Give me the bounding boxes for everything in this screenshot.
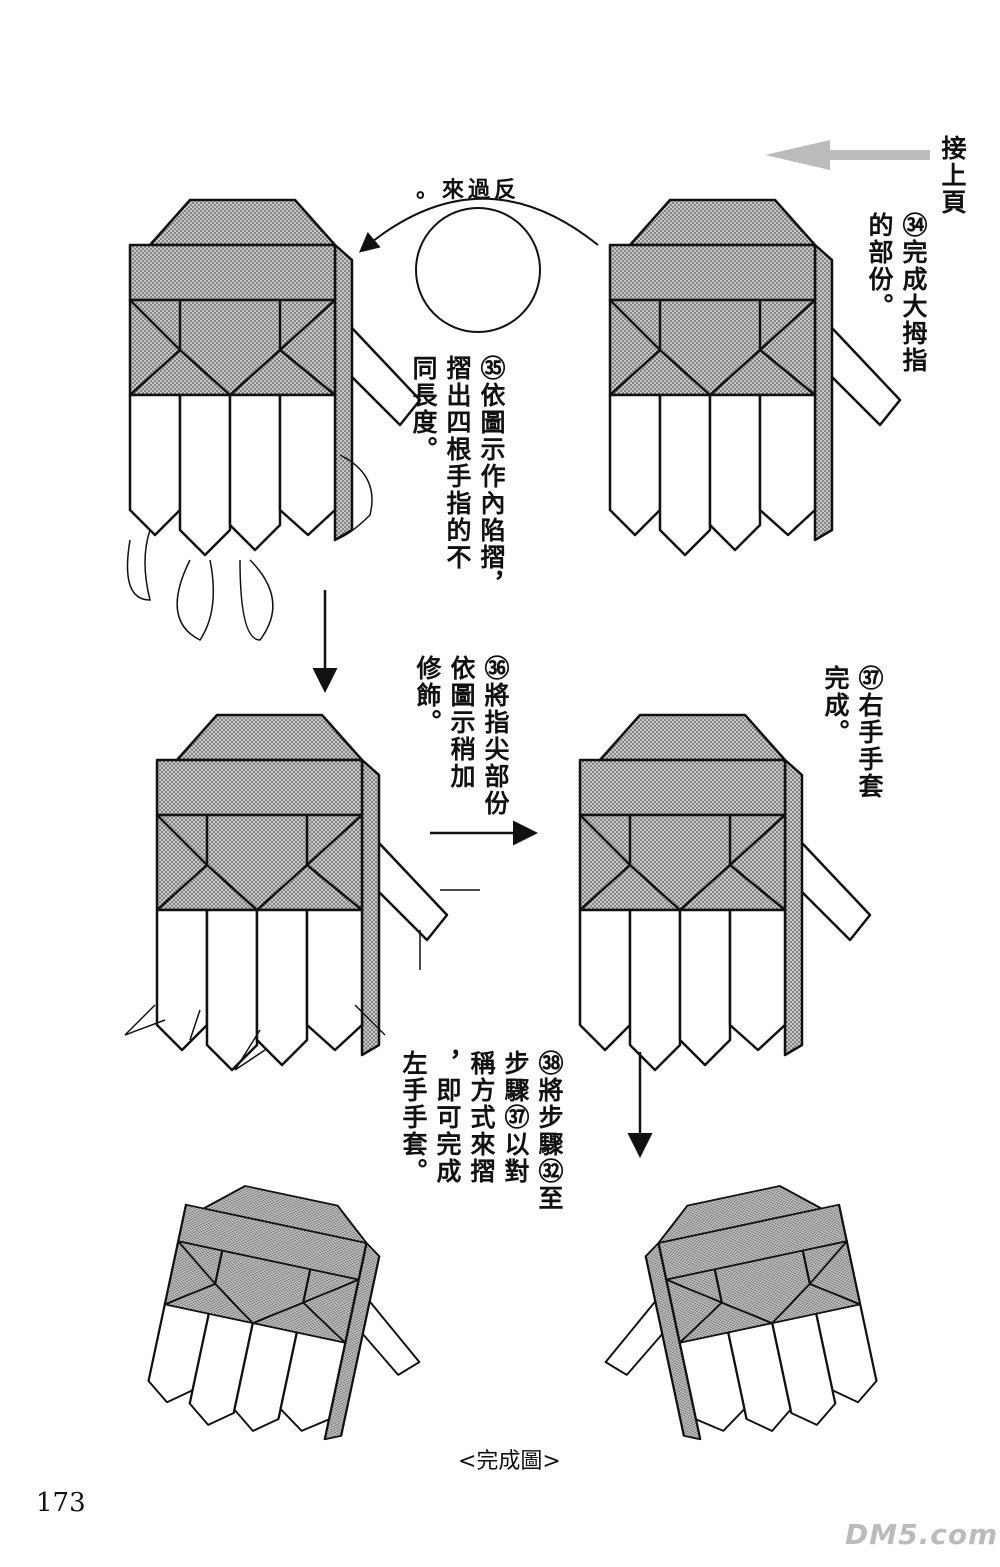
watermark-logo: DM5.com: [845, 1518, 999, 1551]
step-36: ㊱將指尖部份依圖示稍加修飾。: [410, 655, 512, 817]
step-number: ㉟: [477, 355, 506, 382]
step-37: ㊲右手手套完成。: [818, 665, 886, 800]
step-number: ㊳: [535, 1050, 564, 1077]
step-line: ，即可完成: [433, 1050, 462, 1185]
flip-arrow-icon: [358, 197, 599, 253]
step-line: 修飾。: [413, 655, 442, 736]
step-line: 的部份。: [865, 212, 894, 320]
final-left-glove: [141, 1173, 449, 1467]
step-line: 摺出四根手指的不: [443, 355, 472, 571]
step-line: 將指尖部份: [481, 682, 510, 817]
page-number: 173: [36, 1488, 86, 1518]
step-line: 將步驟㉜至: [535, 1077, 564, 1212]
step-35: ㉟依圖示作內陷摺，摺出四根手指的不同長度。: [406, 355, 508, 598]
step-line: 稱方式來摺: [467, 1050, 496, 1185]
final-right-glove: [576, 1173, 884, 1467]
step-line: 完成。: [821, 665, 850, 746]
step-line: 依圖示稍加: [447, 655, 476, 790]
caption: <完成圖>: [458, 1449, 561, 1474]
hand-step-36: [155, 713, 449, 1072]
step-38: ㊳將步驟㉜至步驟㊲以對稱方式來摺，即可完成左手手套。: [396, 1050, 566, 1212]
step-number: ㊲: [855, 665, 884, 692]
continue-arrow-icon: [765, 140, 930, 170]
step-line: 步驟㊲以對: [501, 1050, 530, 1185]
step-34: ㉞完成大拇指的部份。: [862, 212, 930, 374]
step-line: 依圖示作內陷摺，: [477, 382, 506, 598]
flip-circle-icon: [415, 207, 541, 333]
step-line: 完成大拇指: [899, 239, 928, 374]
flip-label: 反過來。: [416, 178, 521, 203]
hand-step-34: [608, 198, 902, 557]
step-number: ㉞: [899, 212, 928, 239]
step-line: 同長度。: [409, 355, 438, 463]
step-line: 左手手套。: [399, 1050, 428, 1185]
step-number: ㊱: [481, 655, 510, 682]
continued-label: 接上頁: [938, 135, 967, 216]
step-line: 右手手套: [855, 692, 884, 800]
hand-step-35: [128, 198, 422, 557]
